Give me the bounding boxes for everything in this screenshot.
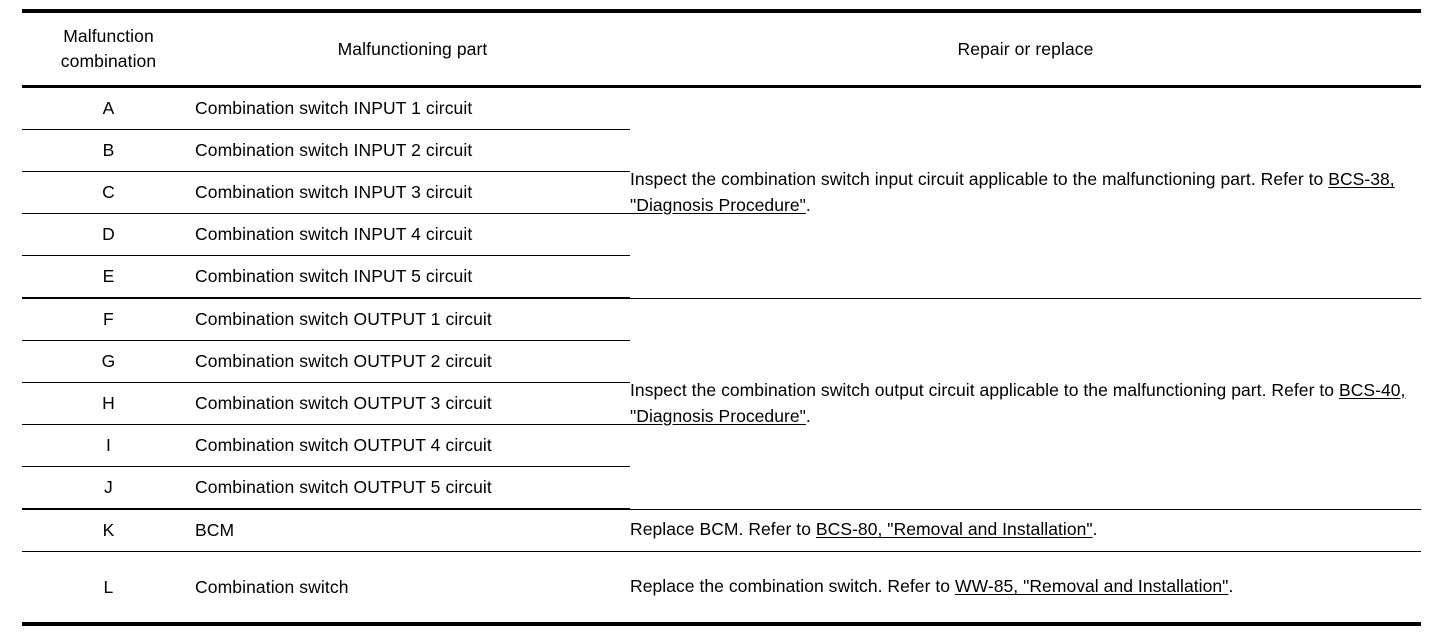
cell-code: E	[22, 255, 195, 299]
cell-code: F	[22, 297, 195, 341]
cell-part: Combination switch INPUT 3 circuit	[195, 171, 630, 214]
table-header-row: Malfunction combination Malfunctioning p…	[22, 9, 1421, 88]
cell-repair-bcm: Replace BCM. Refer to BCS-80, "Removal a…	[630, 508, 1421, 552]
column-header-line2: combination	[60, 51, 157, 71]
repair-switch-text-before: Replace the combination switch. Refer to	[630, 576, 955, 597]
repair-input-text-after: .	[805, 194, 811, 215]
table-row: L Combination switch Replace the combina…	[22, 551, 1421, 626]
malfunction-combination-table: Malfunction combination Malfunctioning p…	[22, 9, 1421, 626]
cell-part: BCM	[195, 508, 630, 552]
table-row: E Combination switch INPUT 5 circuit	[22, 255, 1421, 299]
cell-code: H	[22, 382, 195, 425]
table-row: D Combination switch INPUT 4 circuit	[22, 213, 1421, 256]
link-ww-85-removal-and-installation[interactable]: WW-85, "Removal and Installation"	[955, 576, 1229, 597]
cell-part: Combination switch OUTPUT 4 circuit	[195, 424, 630, 467]
cell-code: B	[22, 129, 195, 172]
link-bcs-40-diagnosis-procedure[interactable]: BCS-40, "Diagnosis Procedure"	[630, 379, 1406, 426]
cell-code: J	[22, 466, 195, 510]
repair-output-text-after: .	[805, 405, 811, 426]
cell-code: C	[22, 171, 195, 214]
column-header-malfunctioning-part: Malfunctioning part	[195, 9, 630, 88]
cell-code: K	[22, 508, 195, 552]
repair-output-text-before: Inspect the combination switch output ci…	[630, 379, 1339, 400]
column-header-line1: Malfunction	[63, 26, 154, 47]
cell-part: Combination switch INPUT 4 circuit	[195, 213, 630, 256]
cell-part: Combination switch OUTPUT 2 circuit	[195, 340, 630, 383]
table-row: I Combination switch OUTPUT 4 circuit	[22, 424, 1421, 467]
table-row: J Combination switch OUTPUT 5 circuit	[22, 466, 1421, 510]
repair-input-text-before: Inspect the combination switch input cir…	[630, 168, 1329, 189]
table-row: H Combination switch OUTPUT 3 circuit	[22, 382, 1421, 425]
repair-bcm-text-before: Replace BCM. Refer to	[630, 519, 816, 540]
table-row: G Combination switch OUTPUT 2 circuit	[22, 340, 1421, 383]
table-row: F Combination switch OUTPUT 1 circuit In…	[22, 297, 1421, 510]
cell-part: Combination switch OUTPUT 1 circuit	[195, 297, 630, 341]
cell-part: Combination switch	[195, 551, 630, 626]
column-header-repair-or-replace: Repair or replace	[630, 9, 1421, 88]
column-header-malfunction-combination: Malfunction combination	[22, 9, 195, 88]
cell-code: D	[22, 213, 195, 256]
cell-code: A	[22, 86, 195, 130]
cell-part: Combination switch OUTPUT 5 circuit	[195, 466, 630, 510]
cell-part: Combination switch INPUT 5 circuit	[195, 255, 630, 299]
link-bcs-80-removal-and-installation[interactable]: BCS-80, "Removal and Installation"	[815, 519, 1093, 540]
link-bcs-38-diagnosis-procedure[interactable]: BCS-38, "Diagnosis Procedure"	[630, 168, 1395, 215]
cell-part: Combination switch INPUT 2 circuit	[195, 129, 630, 172]
cell-part: Combination switch INPUT 1 circuit	[195, 86, 630, 130]
repair-switch-text-after: .	[1228, 576, 1234, 597]
cell-part: Combination switch OUTPUT 3 circuit	[195, 382, 630, 425]
cell-code: I	[22, 424, 195, 467]
cell-code: G	[22, 340, 195, 383]
cell-repair-combination-switch: Replace the combination switch. Refer to…	[630, 551, 1421, 626]
repair-bcm-text-after: .	[1092, 519, 1098, 540]
table-row: A Combination switch INPUT 1 circuit Ins…	[22, 86, 1421, 299]
table-row: K BCM Replace BCM. Refer to BCS-80, "Rem…	[22, 508, 1421, 552]
cell-repair-output-circuit: Inspect the combination switch output ci…	[630, 297, 1421, 510]
cell-repair-input-circuit: Inspect the combination switch input cir…	[630, 86, 1421, 299]
cell-code: L	[22, 551, 195, 626]
